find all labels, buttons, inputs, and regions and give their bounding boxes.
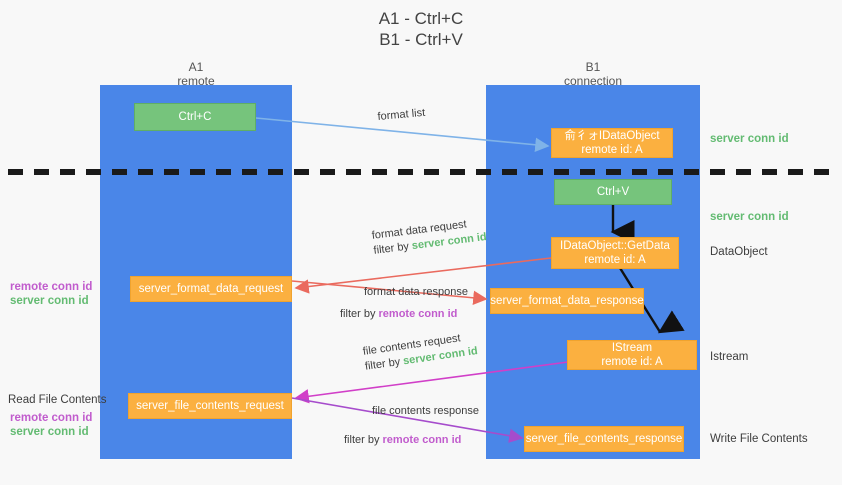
filter-prefix: filter by (372, 240, 413, 257)
side-label-remote-conn-id-1: remote conn id (10, 281, 93, 293)
column-a1-sub: remote (177, 74, 215, 88)
box-idataobject[interactable]: 俞彳ォIDataObject remote id: A (551, 128, 673, 158)
side-label-server-conn-id-top: server conn id (710, 133, 789, 145)
box-server-file-contents-response-label: server_file_contents_response (525, 433, 683, 445)
box-idataobject-line2: remote id: A (581, 144, 643, 156)
title-line-2: B1 - Ctrl+V (379, 30, 463, 49)
filter-prefix: filter by (364, 355, 405, 373)
box-server-format-data-request[interactable]: server_format_data_request (130, 276, 292, 302)
flow-format-data-response-title: format data response (364, 286, 468, 298)
box-istream-line2: remote id: A (601, 356, 663, 368)
column-header-b1: B1 connection (486, 60, 700, 88)
flow-label-format-list-text: format list (377, 106, 426, 123)
box-idataobject-line1: 俞彳ォIDataObject (564, 130, 660, 142)
side-label-istream: Istream (710, 351, 749, 363)
arrow-format-data-response (291, 280, 488, 305)
column-a1-name: A1 (188, 60, 204, 74)
arrow-format-list (255, 117, 550, 152)
column-b1-name: B1 (585, 60, 601, 74)
side-label-write-file-contents: Write File Contents (710, 433, 808, 445)
title-line-1: A1 - Ctrl+C (378, 9, 464, 28)
side-label-server-conn-id-1: server conn id (10, 295, 89, 307)
box-server-format-data-response-label: server_format_data_response (490, 295, 644, 307)
box-ctrl-c-label: Ctrl+C (178, 111, 212, 123)
page-title: A1 - Ctrl+C B1 - Ctrl+V (0, 8, 842, 50)
box-server-file-contents-response[interactable]: server_file_contents_response (524, 426, 684, 452)
filter-key: remote conn id (382, 434, 462, 446)
flow-format-data-response-filter: filter by remote conn id (340, 300, 468, 322)
box-ctrl-c[interactable]: Ctrl+C (134, 103, 256, 131)
flow-file-contents-response-title: file contents response (372, 405, 480, 417)
flow-file-contents-response-filter: filter by remote conn id (344, 419, 479, 448)
box-ctrl-v[interactable]: Ctrl+V (554, 179, 672, 205)
box-getdata-line1: IDataObject::GetData (560, 240, 670, 252)
box-ctrl-v-label: Ctrl+V (596, 186, 630, 198)
arrow-file-contents-request (294, 361, 569, 404)
box-server-file-contents-request[interactable]: server_file_contents_request (128, 393, 292, 419)
filter-prefix: filter by (340, 308, 379, 320)
box-server-format-data-response[interactable]: server_format_data_response (490, 288, 644, 314)
side-label-server-conn-id-second: server conn id (710, 211, 789, 223)
filter-key: remote conn id (378, 308, 458, 320)
column-b1-sub: connection (563, 74, 623, 88)
box-server-file-contents-request-label: server_file_contents_request (136, 400, 284, 412)
side-label-dataobject: DataObject (710, 246, 768, 258)
side-label-remote-conn-id-2: remote conn id (10, 412, 93, 424)
flow-label-format-data-response: format data response filter by remote co… (340, 285, 468, 322)
box-server-format-data-request-label: server_format_data_request (138, 283, 284, 295)
filter-prefix: filter by (344, 434, 383, 446)
arrow-format-data-request (294, 257, 552, 294)
column-header-a1: A1 remote (100, 60, 292, 88)
side-label-read-file-contents: Read File Contents (8, 394, 107, 406)
box-idataobject-getdata[interactable]: IDataObject::GetData remote id: A (551, 237, 679, 269)
box-getdata-line2: remote id: A (584, 254, 646, 266)
flow-label-file-contents-response: file contents response filter by remote … (344, 404, 479, 448)
box-istream[interactable]: IStream remote id: A (567, 340, 697, 370)
side-label-server-conn-id-2: server conn id (10, 426, 89, 438)
box-istream-line1: IStream (611, 342, 653, 354)
arrow-file-contents-response (291, 397, 524, 443)
